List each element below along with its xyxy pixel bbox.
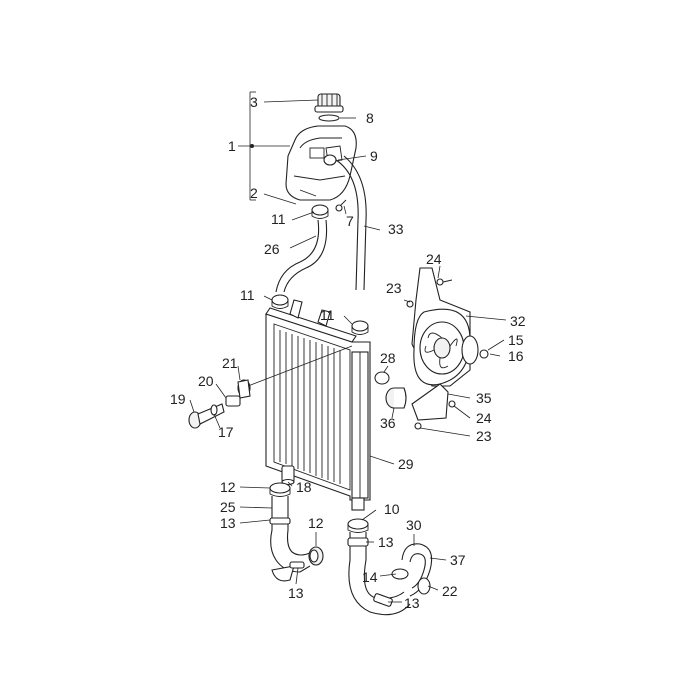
callout-3: 3 [250,94,258,110]
hose-connector-30 [391,543,433,597]
callout-11-mid: 11 [320,307,335,323]
callout-28: 28 [380,350,396,366]
callout-12-top: 12 [220,479,236,495]
tank-to-radiator-hose [275,219,320,293]
callout-15: 15 [508,332,524,348]
callout-22: 22 [442,583,458,599]
overflow-hose [335,159,359,291]
lower-hose-left [270,496,311,573]
callout-37: 37 [450,552,466,568]
callout-33: 33 [388,221,404,237]
callout-17: 17 [218,424,234,440]
callout-13-bottom-left: 13 [288,585,304,601]
hose-clip-11a [311,204,329,219]
callout-13-left: 13 [220,515,236,531]
leader-lines [189,91,507,603]
callout-7: 7 [346,213,354,229]
callout-14: 14 [362,569,378,585]
expansion-tank [285,125,357,201]
hose-clip-12b [308,546,324,566]
callout-25: 25 [220,499,236,515]
seal-ring-28 [374,371,390,385]
callout-16: 16 [508,348,524,364]
drain-plug-assembly [188,379,251,429]
hose-clip-11b [271,294,289,309]
callout-13-mid: 13 [378,534,394,550]
screw-7 [335,199,347,212]
callout-24-bottom: 24 [476,410,492,426]
callout-2: 2 [250,185,258,201]
callout-23-top: 23 [386,280,402,296]
callout-18: 18 [296,479,312,495]
callout-29: 29 [398,456,414,472]
callout-32: 32 [510,313,526,329]
callout-11-left: 11 [240,287,255,303]
callout-11-top: 11 [271,211,286,227]
callout-19: 19 [170,391,186,407]
cap-seal [318,114,340,122]
callout-30: 30 [406,517,422,533]
callout-20: 20 [198,373,214,389]
callout-35: 35 [476,390,492,406]
callout-10: 10 [384,501,400,517]
callout-12-bottom: 12 [308,515,324,531]
callout-23-bottom: 23 [476,428,492,444]
lower-hose-right [348,532,411,616]
callout-8: 8 [366,110,374,126]
radiator [265,299,371,511]
cap-36 [385,387,407,409]
hose-clip-12a [269,482,291,497]
callout-1: 1 [228,138,236,154]
callout-36: 36 [380,415,396,431]
hose-clip-10 [347,518,369,533]
callout-labels: 1 3 8 9 2 11 7 33 26 24 23 11 11 32 15 1… [170,94,526,611]
callout-9: 9 [370,148,378,164]
cooling-fan [406,267,489,430]
hose-clip-11c [351,320,369,335]
callout-21: 21 [222,355,238,371]
tank-cap [314,93,344,113]
callout-26: 26 [264,241,280,257]
callout-13-bottom-right: 13 [404,595,420,611]
callout-24-top: 24 [426,251,442,267]
